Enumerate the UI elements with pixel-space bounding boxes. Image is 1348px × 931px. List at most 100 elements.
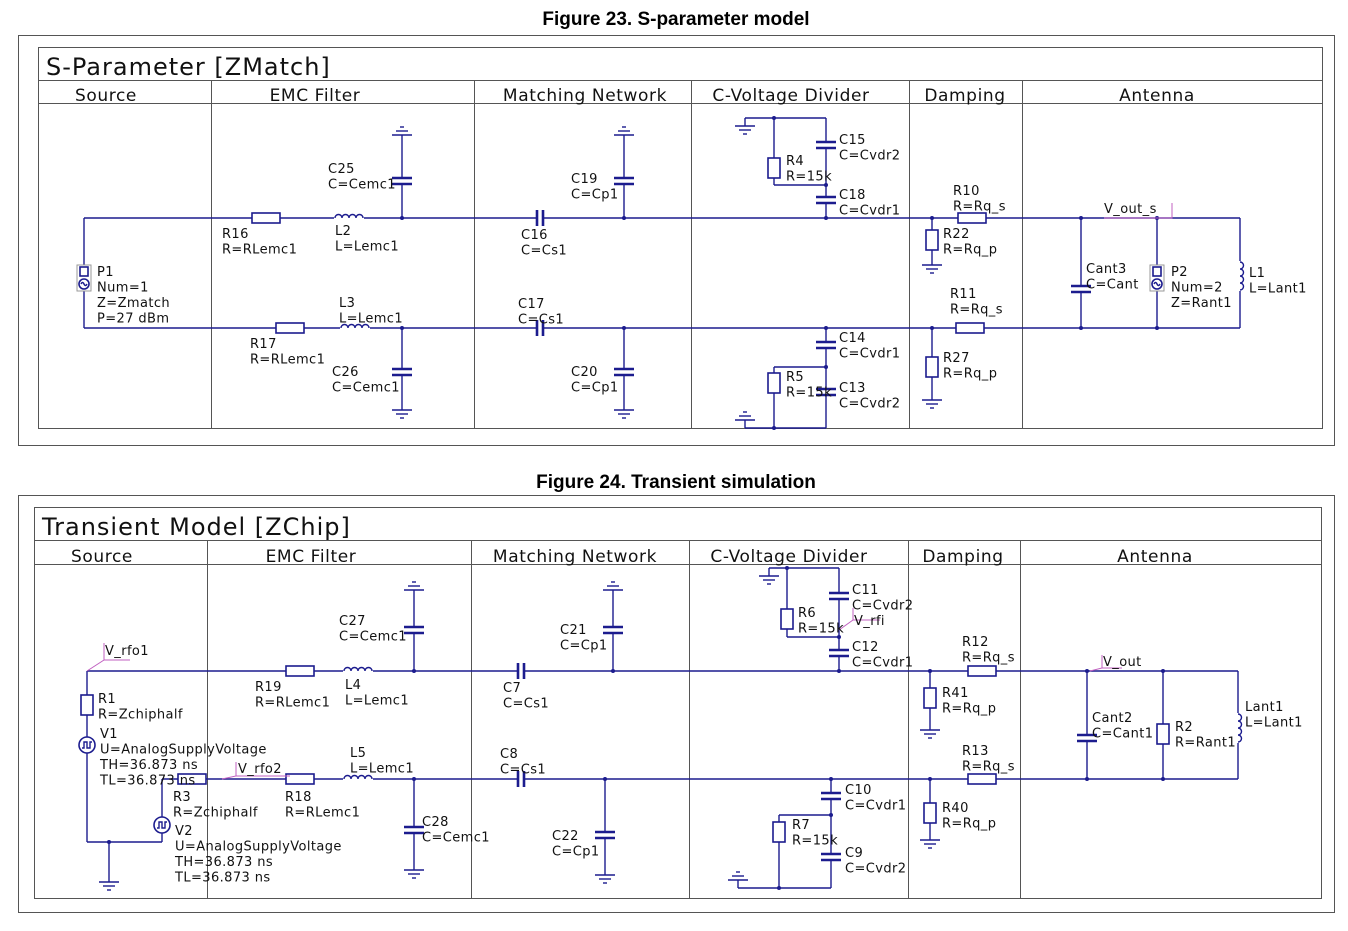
component-label-cant2: Cant2	[1092, 711, 1133, 726]
component-label-r41: R41	[942, 686, 969, 701]
section-header: C-Voltage Divider	[712, 86, 869, 106]
component-label-r18: R18	[285, 790, 312, 805]
resistor-icon	[767, 157, 781, 179]
port-resistor-icon	[1152, 266, 1162, 277]
component-label-r1: R=Zchiphalf	[98, 708, 183, 723]
capacitor-gap	[411, 827, 417, 833]
junction-dot	[837, 669, 841, 673]
component-label-c20: C20	[571, 365, 598, 380]
component-label-lant1: L=Lant1	[1245, 716, 1303, 731]
junction-dot	[1079, 326, 1083, 330]
resistor-icon	[80, 694, 94, 716]
component-label-p2: Z=Rant1	[1171, 296, 1232, 311]
junction-dot	[603, 777, 607, 781]
component-label-c19: C=Cp1	[571, 188, 619, 203]
component-label-c8: C8	[500, 747, 518, 762]
component-label-l2: L2	[335, 224, 351, 239]
component-label-r4: R4	[786, 154, 804, 169]
capacitor-gap	[621, 369, 627, 375]
component-label-c12: C=Cvdr1	[852, 656, 913, 671]
component-label-c9: C9	[845, 846, 863, 861]
net-label-v-out: V_out	[1103, 655, 1142, 670]
capacitor-gap	[1084, 735, 1090, 741]
component-label-c21: C21	[560, 623, 587, 638]
component-label-r19: R19	[255, 680, 282, 695]
net-label-v-out-s: V_out_s	[1104, 202, 1157, 217]
resistor-icon	[967, 773, 997, 785]
schematic-title: Transient Model [ZChip]	[41, 513, 351, 541]
figure-border	[18, 35, 1335, 446]
capacitor-gap	[537, 325, 543, 331]
section-header: Antenna	[1117, 547, 1193, 567]
resistor-icon	[923, 802, 937, 824]
section-header: Damping	[922, 547, 1003, 567]
capacitor-gap	[1078, 286, 1084, 292]
capacitor-gap	[828, 854, 834, 860]
component-label-v1: U=AnalogSupplyVoltage	[100, 743, 267, 758]
component-label-v1: V1	[100, 727, 118, 742]
component-label-c11: C=Cvdr2	[852, 599, 913, 614]
component-label-r41: R=Rq_p	[942, 702, 996, 717]
component-label-v1: TL=36.873 ns	[99, 774, 196, 789]
sine-icon	[80, 281, 88, 287]
component-label-r12: R12	[962, 635, 989, 650]
junction-dot	[829, 813, 833, 817]
component-label-p1: Num=1	[97, 281, 149, 296]
component-label-cant3: Cant3	[1086, 262, 1127, 277]
component-label-p1: Z=Zmatch	[97, 296, 170, 311]
inductor-icon	[1239, 261, 1245, 291]
pulse-icon	[157, 821, 167, 829]
section-header: Source	[75, 86, 137, 106]
component-label-r4: R=15k	[786, 170, 832, 185]
figure-caption: Figure 24. Transient simulation	[536, 472, 816, 493]
junction-dot	[1085, 777, 1089, 781]
figure-border	[18, 495, 1335, 913]
component-label-c7: C=Cs1	[503, 697, 549, 712]
section-header: EMC Filter	[270, 86, 361, 106]
inductor-icon	[343, 774, 373, 780]
resistor-icon	[923, 687, 937, 709]
junction-dot	[930, 326, 934, 330]
capacitor-gap	[823, 197, 829, 203]
junction-dot	[824, 216, 828, 220]
component-label-r6: R6	[798, 606, 816, 621]
junction-dot	[622, 326, 626, 330]
component-label-v2: TL=36.873 ns	[174, 871, 271, 886]
component-label-c13: C=Cvdr2	[839, 397, 900, 412]
component-label-c22: C=Cp1	[552, 845, 600, 860]
resistor-icon	[275, 322, 305, 334]
junction-dot	[400, 216, 404, 220]
resistor-icon	[925, 356, 939, 378]
junction-dot	[928, 777, 932, 781]
junction-dot	[829, 777, 833, 781]
resistor-icon	[177, 773, 207, 785]
component-label-c18: C18	[839, 188, 866, 203]
junction-dot	[1155, 326, 1159, 330]
component-label-p2: Num=2	[1171, 281, 1223, 296]
junction-dot	[824, 183, 828, 187]
junction-dot	[400, 326, 404, 330]
component-label-p1: P1	[97, 265, 114, 280]
component-label-c15: C=Cvdr2	[839, 149, 900, 164]
capacitor-gap	[828, 793, 834, 799]
component-label-r22: R22	[943, 227, 970, 242]
junction-dot	[1079, 216, 1083, 220]
net-marker	[838, 608, 880, 631]
component-label-r6: R=15k	[798, 622, 844, 637]
figure-caption: Figure 23. S-parameter model	[542, 9, 809, 30]
component-label-c22: C22	[552, 829, 579, 844]
section-header: Antenna	[1119, 86, 1195, 106]
component-label-c25: C=Cemc1	[328, 178, 396, 193]
component-label-l1: L=Lant1	[1249, 282, 1307, 297]
component-label-c13: C13	[839, 381, 866, 396]
net-marker	[86, 643, 130, 672]
component-label-l1: L1	[1249, 266, 1265, 281]
capacitor-gap	[518, 668, 524, 674]
section-header: Damping	[924, 86, 1005, 106]
component-label-c15: C15	[839, 133, 866, 148]
capacitor-gap	[610, 627, 616, 633]
schematic-frame	[34, 507, 1322, 899]
resistor-icon	[285, 665, 315, 677]
capacitor-gap	[399, 178, 405, 184]
